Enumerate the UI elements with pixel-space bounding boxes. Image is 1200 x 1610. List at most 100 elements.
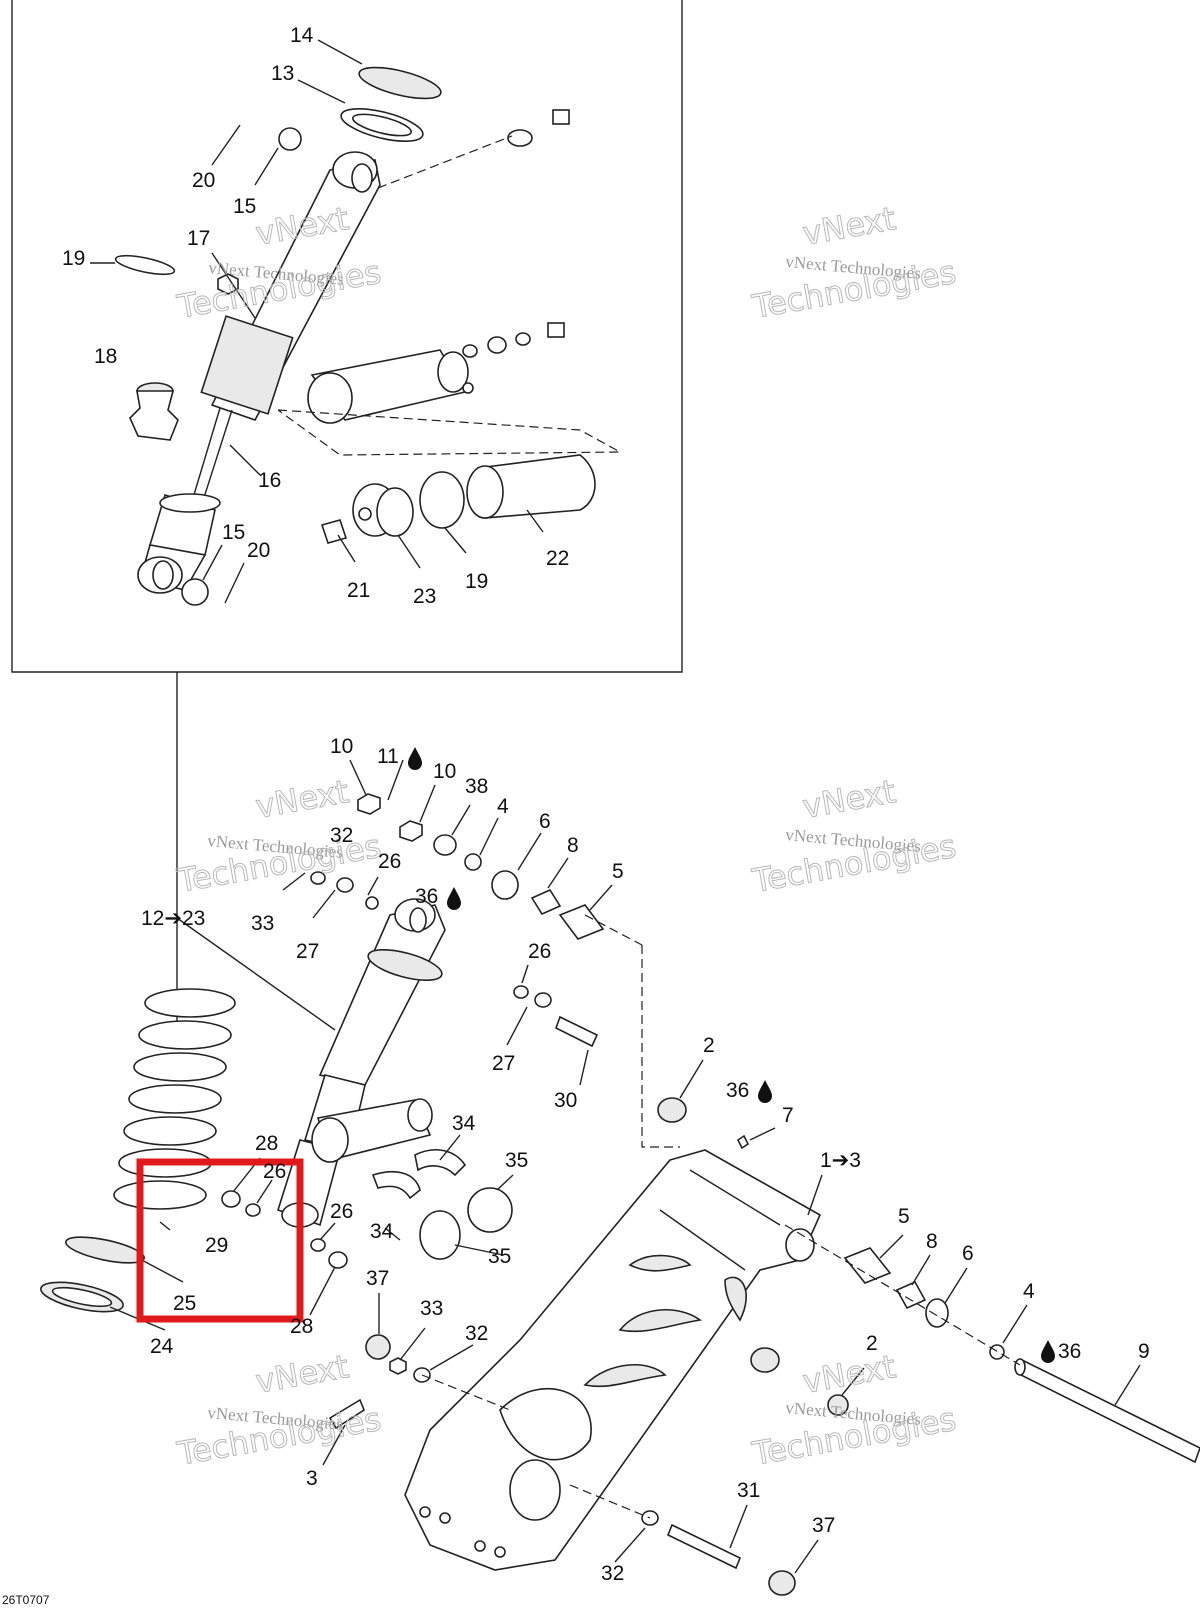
part-3-bolt bbox=[328, 1398, 365, 1430]
callout-30: 30 bbox=[554, 1089, 577, 1112]
callout-19: 19 bbox=[62, 247, 85, 270]
callout-36-group: 36 bbox=[415, 885, 461, 910]
part-7-grease-fitting bbox=[736, 1134, 750, 1150]
callout-8: 8 bbox=[926, 1230, 938, 1253]
part-34-clamp bbox=[414, 1149, 467, 1177]
callout-3: 3 bbox=[306, 1467, 318, 1490]
callout-32: 32 bbox=[330, 824, 353, 847]
callout-12-23: 12➔23 bbox=[141, 907, 205, 930]
callout-22: 22 bbox=[546, 547, 569, 570]
part-21-valve bbox=[320, 519, 348, 544]
callout-20: 20 bbox=[192, 169, 215, 192]
callout-5: 5 bbox=[612, 860, 624, 883]
callout-34: 34 bbox=[452, 1112, 476, 1135]
part-37-plug-lower bbox=[768, 1570, 796, 1596]
callout-32: 32 bbox=[601, 1562, 624, 1585]
callout-23: 23 bbox=[413, 585, 436, 608]
callout-35: 35 bbox=[488, 1245, 511, 1268]
callout-33: 33 bbox=[251, 912, 274, 935]
part-8-bearing bbox=[530, 888, 562, 916]
callout-7: 7 bbox=[782, 1104, 794, 1127]
callout-6: 6 bbox=[539, 810, 551, 833]
watermark-mid-left: vNext vNext Technologies Technologies bbox=[173, 772, 384, 901]
part-5-bushing-lower bbox=[843, 1247, 892, 1284]
part-10-nut bbox=[357, 793, 381, 815]
callout-2: 2 bbox=[866, 1332, 878, 1355]
part-1-swing-arm bbox=[404, 1149, 822, 1571]
shock-absorber-detail bbox=[137, 151, 381, 594]
callout-34: 34 bbox=[370, 1220, 394, 1243]
part-8-bearing-lower bbox=[895, 1280, 927, 1310]
callout-15: 15 bbox=[222, 521, 245, 544]
part-14-ring bbox=[358, 66, 442, 100]
part-10-nut-2 bbox=[399, 820, 423, 842]
callout-36-group-2: 36 bbox=[726, 1079, 772, 1103]
oil-drop-icon bbox=[1041, 1340, 1055, 1363]
callout-28: 28 bbox=[255, 1132, 278, 1155]
callout-24: 24 bbox=[150, 1335, 174, 1358]
watermark-bottom-left: vNext vNext Technologies Technologies bbox=[173, 1347, 384, 1474]
callout-11: 11 bbox=[377, 745, 399, 768]
callout-31: 31 bbox=[737, 1479, 760, 1502]
callout-36: 36 bbox=[415, 885, 438, 908]
part-19-oring bbox=[114, 254, 176, 276]
callout-1-3: 1➔3 bbox=[820, 1149, 861, 1172]
callout-32: 32 bbox=[465, 1322, 488, 1345]
callout-6: 6 bbox=[962, 1242, 974, 1265]
part-4-oring bbox=[464, 853, 482, 871]
part-2-cap bbox=[657, 1097, 687, 1123]
part-19-seal bbox=[419, 471, 465, 529]
callout-10: 10 bbox=[433, 760, 456, 783]
callout-37: 37 bbox=[366, 1267, 389, 1290]
part-35-clamp bbox=[467, 1187, 513, 1233]
watermark-text: vNext bbox=[800, 199, 899, 253]
callout-9: 9 bbox=[1138, 1340, 1150, 1363]
callout-19: 19 bbox=[465, 570, 488, 593]
part-22-sleeve bbox=[477, 454, 596, 519]
part-34-clamp-2 bbox=[371, 1171, 421, 1200]
part-4-oring-lower bbox=[989, 1344, 1005, 1360]
part-9-shaft bbox=[1015, 1358, 1200, 1464]
callout-5: 5 bbox=[898, 1205, 910, 1228]
reservoir-assembly bbox=[277, 349, 623, 456]
callout-27: 27 bbox=[492, 1052, 515, 1075]
callout-11-group: 11 bbox=[377, 745, 422, 770]
callout-25: 25 bbox=[173, 1292, 196, 1315]
part-2-cap-lower bbox=[750, 1347, 780, 1373]
callout-20: 20 bbox=[247, 539, 270, 562]
callout-4: 4 bbox=[497, 795, 509, 818]
shock-detail-inset bbox=[11, 0, 683, 1045]
callout-8: 8 bbox=[567, 834, 579, 857]
callout-10: 10 bbox=[330, 735, 353, 758]
main-suspension-assembly bbox=[40, 793, 1200, 1596]
coil-spring bbox=[113, 988, 236, 1210]
leader-lines bbox=[90, 39, 1141, 1574]
part-30-bolt bbox=[555, 1015, 599, 1048]
watermark-text: vNext bbox=[253, 772, 352, 826]
callout-36: 36 bbox=[726, 1079, 749, 1102]
part-6-oring-lower bbox=[925, 1298, 949, 1328]
callout-35: 35 bbox=[505, 1149, 528, 1172]
callout-28: 28 bbox=[290, 1315, 313, 1338]
callout-33: 33 bbox=[420, 1297, 443, 1320]
callout-15: 15 bbox=[233, 195, 256, 218]
oil-drop-icon bbox=[758, 1080, 772, 1103]
highlight-box bbox=[136, 1158, 304, 1323]
callout-29: 29 bbox=[205, 1234, 228, 1257]
callout-21: 21 bbox=[347, 579, 370, 602]
callout-26: 26 bbox=[528, 940, 551, 963]
drawing-code: 26T0707 bbox=[2, 1593, 50, 1607]
callout-27: 27 bbox=[296, 940, 319, 963]
oil-drop-icon bbox=[447, 887, 461, 910]
part-15-bushing-bottom bbox=[181, 578, 209, 606]
callout-38: 38 bbox=[465, 775, 488, 798]
reservoir-hose bbox=[462, 109, 597, 358]
watermark-top-right: vNext vNext Technologies Technologies bbox=[748, 199, 959, 327]
watermark-text: vNext bbox=[800, 772, 899, 826]
callout-36-group-3: 36 bbox=[1041, 1340, 1081, 1363]
callout-37: 37 bbox=[812, 1514, 835, 1537]
part-6-oring bbox=[491, 870, 519, 900]
part-25-spring-seat bbox=[65, 1236, 145, 1264]
watermark-text: vNext bbox=[800, 1347, 899, 1401]
